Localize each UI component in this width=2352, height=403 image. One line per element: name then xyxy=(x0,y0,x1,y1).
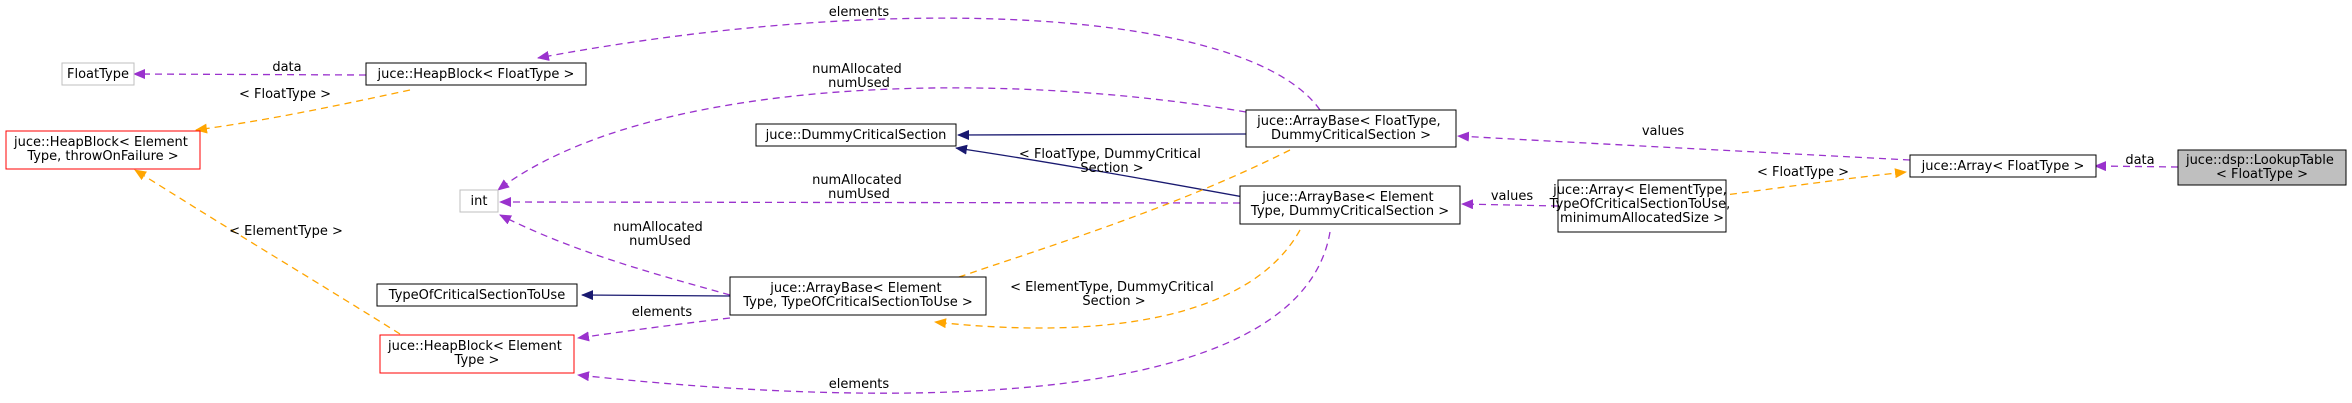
node-heapblock-floattype[interactable]: juce::HeapBlock< FloatType > xyxy=(365,62,587,86)
edge-label-data-lookup: data xyxy=(2125,153,2154,168)
edge-template-floattype-dummy xyxy=(917,149,1291,293)
edge-values-element xyxy=(1461,199,1559,210)
node-label: juce::DummyCriticalSection xyxy=(765,128,947,143)
node-array-elementtype[interactable]: juce::Array< ElementType, TypeOfCritical… xyxy=(1549,179,1735,233)
edge-label-data-heap: data xyxy=(272,60,301,75)
node-label: juce::ArrayBase< Element Type, DummyCrit… xyxy=(1250,190,1449,219)
node-label: juce::HeapBlock< Element Type, throwOnFa… xyxy=(13,135,192,164)
node-lookup-table[interactable]: juce::dsp::LookupTable < FloatType > xyxy=(2177,149,2347,186)
edge-num-mid xyxy=(499,197,1241,208)
node-heapblock-element-throw[interactable]: juce::HeapBlock< Element Type, throwOnFa… xyxy=(5,130,201,170)
edge-elements-top xyxy=(537,17,1321,111)
edge-data-heap xyxy=(133,69,367,80)
node-label: juce::HeapBlock< FloatType > xyxy=(377,67,575,82)
node-arraybase-floattype[interactable]: juce::ArrayBase< FloatType, DummyCritica… xyxy=(1245,109,1457,148)
node-heapblock-elementtype[interactable]: juce::HeapBlock< Element Type > xyxy=(379,334,575,374)
edge-labels-group: data < FloatType > values values element… xyxy=(229,5,2155,392)
edge-heap-elementtype xyxy=(134,169,401,335)
node-dummy-critical-section[interactable]: juce::DummyCriticalSection xyxy=(755,123,957,147)
edge-num-top xyxy=(497,87,1247,191)
edge-data-lookup xyxy=(2094,161,2179,172)
edge-label-num-mid: numAllocated numUsed xyxy=(812,173,906,202)
edges-group xyxy=(133,17,2179,394)
node-label: juce::dsp::LookupTable < FloatType > xyxy=(2185,153,2338,182)
node-label: juce::Array< ElementType, TypeOfCritical… xyxy=(1549,183,1735,226)
edge-label-heap-floattype: < FloatType > xyxy=(239,87,331,102)
node-arraybase-element-typeof[interactable]: juce::ArrayBase< Element Type, TypeOfCri… xyxy=(729,276,987,316)
edge-values-array xyxy=(1457,131,1911,161)
edge-template-element-dummy xyxy=(934,229,1301,329)
edge-label-elementtype-heap: < ElementType > xyxy=(229,224,343,239)
edge-inherit-typeof xyxy=(581,290,731,301)
edge-label-elementtype-dummy: < ElementType, DummyCritical Section > xyxy=(1010,280,1218,309)
edge-label-values-element: values xyxy=(1491,189,1534,204)
edge-label-floattype-dummy: < FloatType, DummyCritical Section > xyxy=(1019,147,1205,176)
node-label: juce::ArrayBase< Element Type, TypeOfCri… xyxy=(742,281,973,310)
node-type-of-critical-section[interactable]: TypeOfCriticalSectionToUse xyxy=(376,283,578,307)
edge-label-floattype-template: < FloatType > xyxy=(1757,165,1849,180)
edge-label-elements-mid: elements xyxy=(632,305,693,320)
node-label: TypeOfCriticalSectionToUse xyxy=(388,288,565,303)
edge-label-elements-top: elements xyxy=(829,5,890,20)
edge-inherit-dummy-float xyxy=(957,129,1247,140)
edge-label-num-top: numAllocated numUsed xyxy=(812,62,906,91)
node-label: juce::Array< FloatType > xyxy=(1921,159,2085,174)
edge-template-array xyxy=(1717,168,1907,197)
node-label: int xyxy=(471,194,488,209)
node-int[interactable]: int xyxy=(459,189,499,213)
edge-elements-bottom xyxy=(577,231,1331,394)
node-array-floattype[interactable]: juce::Array< FloatType > xyxy=(1909,154,2097,178)
nodes-group: juce::dsp::LookupTable < FloatType > juc… xyxy=(5,62,2347,374)
edge-label-values-array: values xyxy=(1642,124,1685,139)
node-floattype[interactable]: FloatType xyxy=(61,62,135,86)
edge-label-elements-bottom: elements xyxy=(829,377,890,392)
edge-heap-floattype xyxy=(195,89,411,134)
node-label: juce::ArrayBase< FloatType, DummyCritica… xyxy=(1256,114,1445,143)
node-label: FloatType xyxy=(67,67,129,82)
edge-elements-mid xyxy=(577,317,731,342)
edge-inherit-dummy-element xyxy=(955,144,1261,201)
node-arraybase-element-dummy[interactable]: juce::ArrayBase< Element Type, DummyCrit… xyxy=(1239,185,1461,225)
edge-label-num-low: numAllocated numUsed xyxy=(613,220,707,249)
node-label: juce::HeapBlock< Element Type > xyxy=(387,339,566,368)
